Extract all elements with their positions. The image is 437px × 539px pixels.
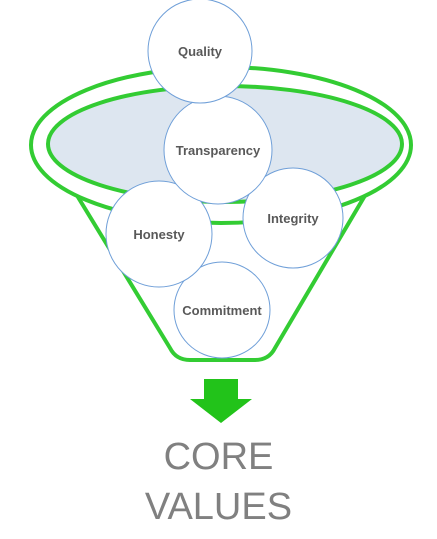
value-circle-transparency: Transparency <box>163 95 273 205</box>
commitment-circle-shape <box>173 261 271 359</box>
transparency-label: Transparency <box>176 143 261 158</box>
value-circle-quality: Quality <box>147 0 253 104</box>
value-circle-honesty: Honesty <box>105 180 213 288</box>
quality-label: Quality <box>178 44 223 59</box>
quality-circle-shape <box>147 0 253 104</box>
commitment-label: Commitment <box>182 303 262 318</box>
down-arrow-icon <box>190 379 252 423</box>
honesty-circle-shape <box>105 180 213 288</box>
core-values-title-line-1: CORE <box>163 436 274 478</box>
core-values-title-line-2: VALUES <box>144 486 293 528</box>
value-circle-commitment: Commitment <box>173 261 271 359</box>
integrity-label: Integrity <box>267 211 319 226</box>
value-circles: Commitment Honesty Integrity Transparency Qu… <box>105 0 344 359</box>
honesty-label: Honesty <box>133 227 185 242</box>
integrity-circle-shape <box>242 167 344 269</box>
value-circle-integrity: Integrity <box>242 167 344 269</box>
